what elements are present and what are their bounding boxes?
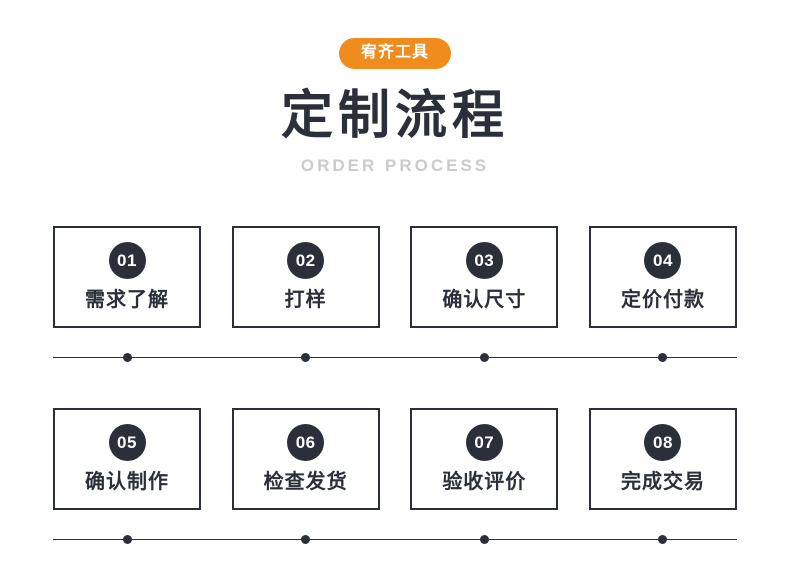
step-card-05: 05 确认制作 <box>53 408 201 510</box>
connector-dot <box>480 535 489 544</box>
page-subtitle: ORDER PROCESS <box>300 156 490 175</box>
connector-line-2 <box>53 535 737 545</box>
step-number-badge: 07 <box>465 424 503 461</box>
connector-dot <box>658 535 667 544</box>
steps-row-2: 05 确认制作 06 检查发货 07 验收评价 08 完成交易 <box>53 408 737 510</box>
header: 宥齐工具 定制流程 ORDER PROCESS <box>0 0 790 174</box>
step-number-badge: 04 <box>644 242 682 279</box>
connector-dot <box>658 353 667 362</box>
step-number-badge: 08 <box>644 424 682 461</box>
step-label: 验收评价 <box>442 471 527 493</box>
step-label: 打样 <box>284 289 327 311</box>
connector-rule <box>53 357 737 358</box>
step-card-06: 06 检查发货 <box>231 408 380 510</box>
step-card-04: 04 定价付款 <box>588 226 737 328</box>
page-title: 定制流程 <box>280 87 509 145</box>
step-card-01: 01 需求了解 <box>53 226 201 328</box>
step-label: 确认制作 <box>85 471 169 493</box>
connector-dot <box>123 353 132 362</box>
step-label: 确认尺寸 <box>442 289 527 311</box>
step-label: 定价付款 <box>620 289 705 311</box>
connector-rule <box>53 539 737 540</box>
step-number-badge: 06 <box>287 424 325 461</box>
step-number-badge: 01 <box>108 242 146 279</box>
step-card-07: 07 验收评价 <box>410 408 559 510</box>
step-number-badge: 03 <box>465 242 503 279</box>
connector-dot <box>301 535 310 544</box>
brand-badge: 宥齐工具 <box>338 38 451 69</box>
connector-dot <box>123 535 132 544</box>
connector-dot <box>480 353 489 362</box>
step-label: 完成交易 <box>620 471 705 493</box>
steps-row-1: 01 需求了解 02 打样 03 确认尺寸 04 定价付款 <box>53 226 737 328</box>
step-number-badge: 05 <box>108 424 146 461</box>
step-card-03: 03 确认尺寸 <box>410 226 559 328</box>
connector-dot <box>301 353 310 362</box>
step-number-badge: 02 <box>287 242 325 279</box>
step-card-02: 02 打样 <box>231 226 380 328</box>
connector-line-1 <box>53 353 737 363</box>
step-card-08: 08 完成交易 <box>588 408 737 510</box>
step-label: 需求了解 <box>85 289 169 311</box>
step-label: 检查发货 <box>263 471 348 493</box>
